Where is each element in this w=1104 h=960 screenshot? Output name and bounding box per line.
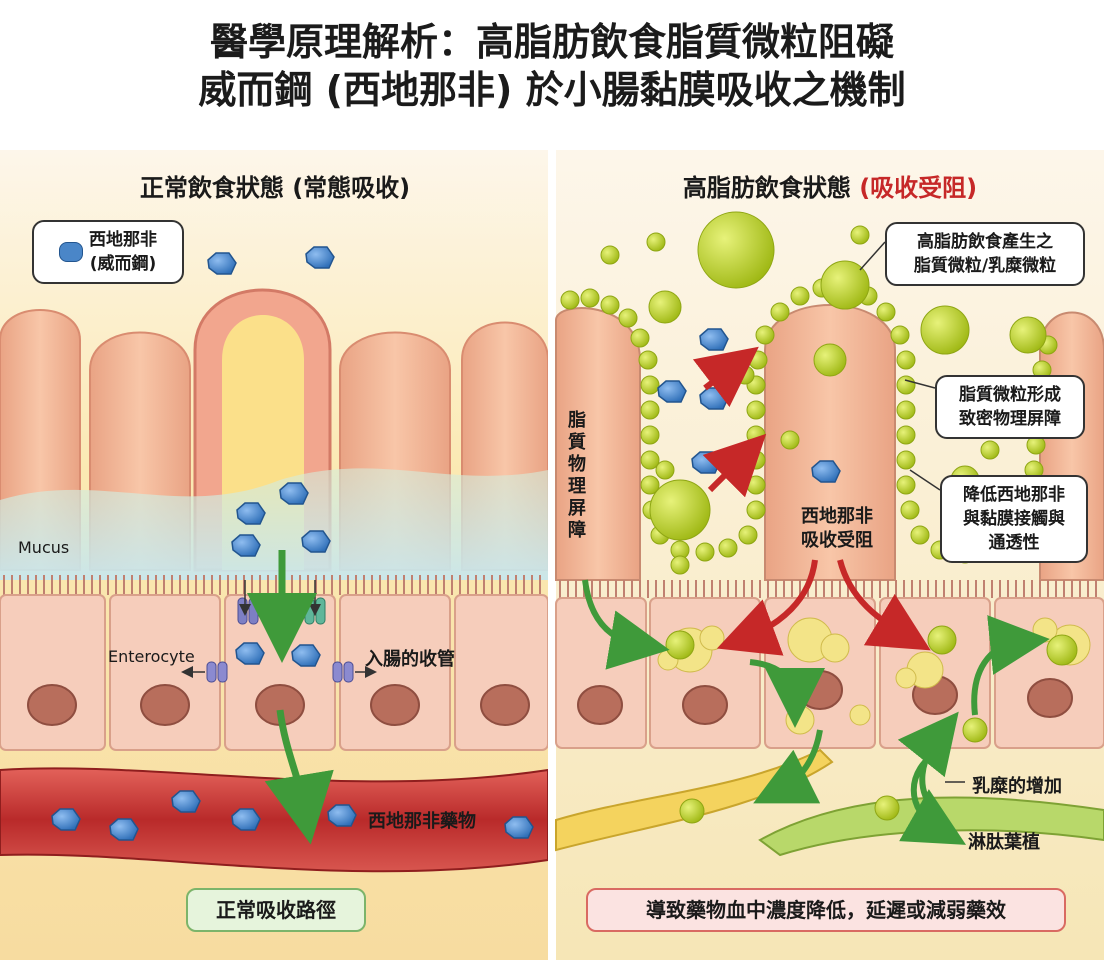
intracellular-lipids [657, 617, 1091, 735]
chylomicron-increase-label: 乳糜的增加 [972, 776, 1062, 797]
lipid-source-line-1: 高脂肪飲食產生之 [917, 232, 1053, 252]
transporter-label: 入腸的收管 [365, 649, 455, 670]
page-title: 醫學原理解析：高脂肪飲食脂質微粒阻礙 威而鋼 (西地那非) 於小腸黏膜吸收之機制 [0, 18, 1104, 114]
right-panel-title: 高脂肪飲食狀態 (吸收受阻) [590, 168, 1070, 203]
right-title-red: (吸收受阻) [859, 174, 978, 202]
lipid-source-box: 高脂肪飲食產生之 脂質微粒/乳糜微粒 [885, 222, 1085, 286]
permeability-line-3: 通透性 [988, 533, 1040, 553]
drug-molecule-icon [59, 242, 83, 262]
blocked-line-1: 西地那非 [801, 506, 873, 527]
blocked-absorption-label: 西地那非 吸收受阻 [782, 505, 892, 553]
drug-legend-line-1: 西地那非 [89, 230, 157, 250]
barrier-line-1: 脂質微粒形成 [959, 385, 1061, 405]
intracellular-chylomicrons [665, 625, 1078, 743]
lipid-source-line-2: 脂質微粒/乳糜微粒 [913, 256, 1057, 276]
right-bottom-caption: 導致藥物血中濃度降低，延遲或減弱藥效 [586, 888, 1066, 932]
permeability-line-2: 與黏膜接觸與 [963, 509, 1065, 529]
left-bottom-caption: 正常吸收路徑 [186, 888, 366, 932]
left-enterocytes [0, 594, 549, 751]
permeability-line-1: 降低西地那非 [963, 485, 1065, 505]
lymph-label: 淋肽葉植 [968, 832, 1040, 853]
permeability-box: 降低西地那非 與黏膜接觸與 通透性 [940, 475, 1088, 563]
title-line-1: 醫學原理解析：高脂肪飲食脂質微粒阻礙 [209, 20, 894, 64]
left-microvilli [3, 575, 541, 595]
blocked-line-2: 吸收受阻 [801, 530, 873, 551]
enterocyte-label: Enterocyte [108, 647, 195, 666]
blood-drug-label: 西地那非藥物 [368, 811, 476, 832]
drug-legend-box: 西地那非 (威而鋼) [32, 220, 184, 284]
barrier-formation-box: 脂質微粒形成 致密物理屏障 [935, 375, 1085, 439]
lipid-barrier-vertical-label: 脂質物理屏障 [568, 410, 586, 541]
right-panel [555, 150, 1104, 960]
left-nuclei [27, 684, 530, 726]
left-panel [0, 150, 549, 960]
drug-molecules-left [51, 234, 534, 841]
drug-legend-line-2: (威而鋼) [89, 254, 157, 274]
callout-leaders [859, 241, 965, 783]
right-title-main: 高脂肪飲食狀態 [682, 174, 860, 202]
mucus-label: Mucus [18, 538, 70, 557]
title-line-2: 威而鋼 (西地那非) 於小腸黏膜吸收之機制 [198, 68, 906, 112]
left-mucus-layer [0, 468, 548, 580]
panel-divider [548, 150, 556, 960]
barrier-line-2: 致密物理屏障 [959, 409, 1061, 429]
left-panel-title: 正常飲食狀態 (常態吸收) [139, 174, 411, 202]
right-villi [555, 304, 1104, 581]
mechanism-diagram [0, 150, 1104, 960]
